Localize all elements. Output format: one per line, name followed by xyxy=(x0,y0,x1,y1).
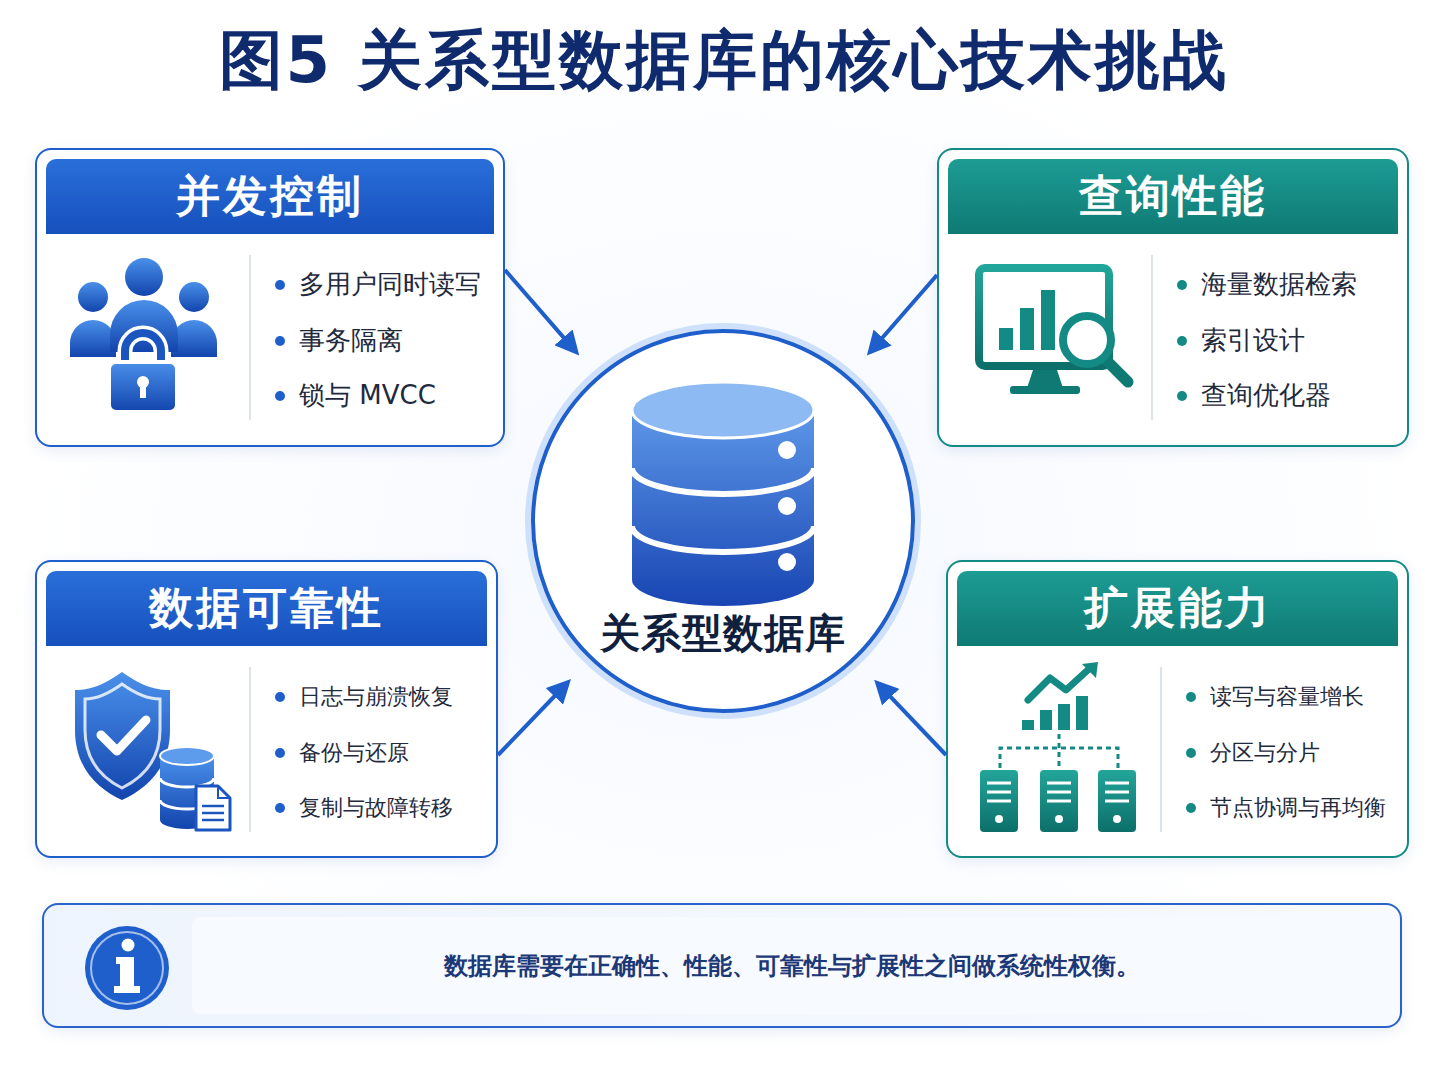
divider-line xyxy=(249,255,251,420)
bullet-text: 事务隔离 xyxy=(299,324,403,358)
challenge-panel: 查询性能海量数据检索索引设计查询优化器 xyxy=(937,148,1409,447)
shield-backup-icon xyxy=(75,672,230,830)
bullet-dot xyxy=(275,391,285,401)
connector-arrow xyxy=(505,270,576,352)
divider-line xyxy=(1151,255,1153,420)
bullet-dot xyxy=(1186,692,1196,702)
diagram-title: 图5 关系型数据库的核心技术挑战 xyxy=(0,22,1448,99)
core-label: 关系型数据库 xyxy=(525,606,921,661)
circle-glow xyxy=(528,326,918,716)
database-cylinder-icon xyxy=(632,382,814,606)
bullet-text: 多用户同时读写 xyxy=(299,268,481,302)
bullet-dot xyxy=(275,748,285,758)
bullet-text: 复制与故障转移 xyxy=(299,794,453,823)
bullet-text: 锁与 MVCC xyxy=(299,379,436,413)
divider-line xyxy=(1160,667,1162,832)
connector-arrow xyxy=(870,275,937,352)
panel-header: 扩展能力 xyxy=(957,571,1398,646)
bullet-text: 节点协调与再均衡 xyxy=(1210,794,1386,823)
bullet-dot xyxy=(1177,336,1187,346)
divider-line xyxy=(249,667,251,832)
note-text: 数据库需要在正确性、性能、可靠性与扩展性之间做系统性权衡。 xyxy=(194,950,1390,982)
bullet-dot xyxy=(1177,280,1187,290)
scaling-servers-icon xyxy=(980,662,1136,832)
connector-arrow xyxy=(878,683,947,755)
panel-header: 数据可靠性 xyxy=(46,571,487,646)
bullet-dot xyxy=(275,692,285,702)
bullet-dot xyxy=(1177,391,1187,401)
challenge-panel: 扩展能力读写与容量增长分区与分片节点协调与再均衡 xyxy=(946,560,1409,858)
summary-note: 数据库需要在正确性、性能、可靠性与扩展性之间做系统性权衡。 xyxy=(42,903,1402,1028)
connector-arrow xyxy=(498,683,568,756)
monitor-search-icon xyxy=(979,268,1128,394)
info-icon xyxy=(85,926,169,1010)
bullet-dot xyxy=(275,803,285,813)
bullet-text: 分区与分片 xyxy=(1210,739,1320,768)
bullet-dot xyxy=(275,280,285,290)
core-circle: 关系型数据库 xyxy=(525,323,921,719)
bullet-dot xyxy=(1186,803,1196,813)
challenge-panel: 数据可靠性日志与崩溃恢复备份与还原复制与故障转移 xyxy=(35,560,498,858)
bullet-text: 查询优化器 xyxy=(1201,379,1331,413)
bullet-text: 备份与还原 xyxy=(299,739,409,768)
panel-header: 查询性能 xyxy=(948,159,1398,234)
bullet-dot xyxy=(1186,748,1196,758)
challenge-panel: 并发控制多用户同时读写事务隔离锁与 MVCC xyxy=(35,148,505,447)
bullet-dot xyxy=(275,336,285,346)
bullet-text: 索引设计 xyxy=(1201,324,1305,358)
users-lock-icon xyxy=(70,258,217,412)
bullet-text: 日志与崩溃恢复 xyxy=(299,683,453,712)
bullet-text: 读写与容量增长 xyxy=(1210,683,1364,712)
bullet-text: 海量数据检索 xyxy=(1201,268,1357,302)
panel-header: 并发控制 xyxy=(46,159,494,234)
circle-outline xyxy=(525,323,921,719)
